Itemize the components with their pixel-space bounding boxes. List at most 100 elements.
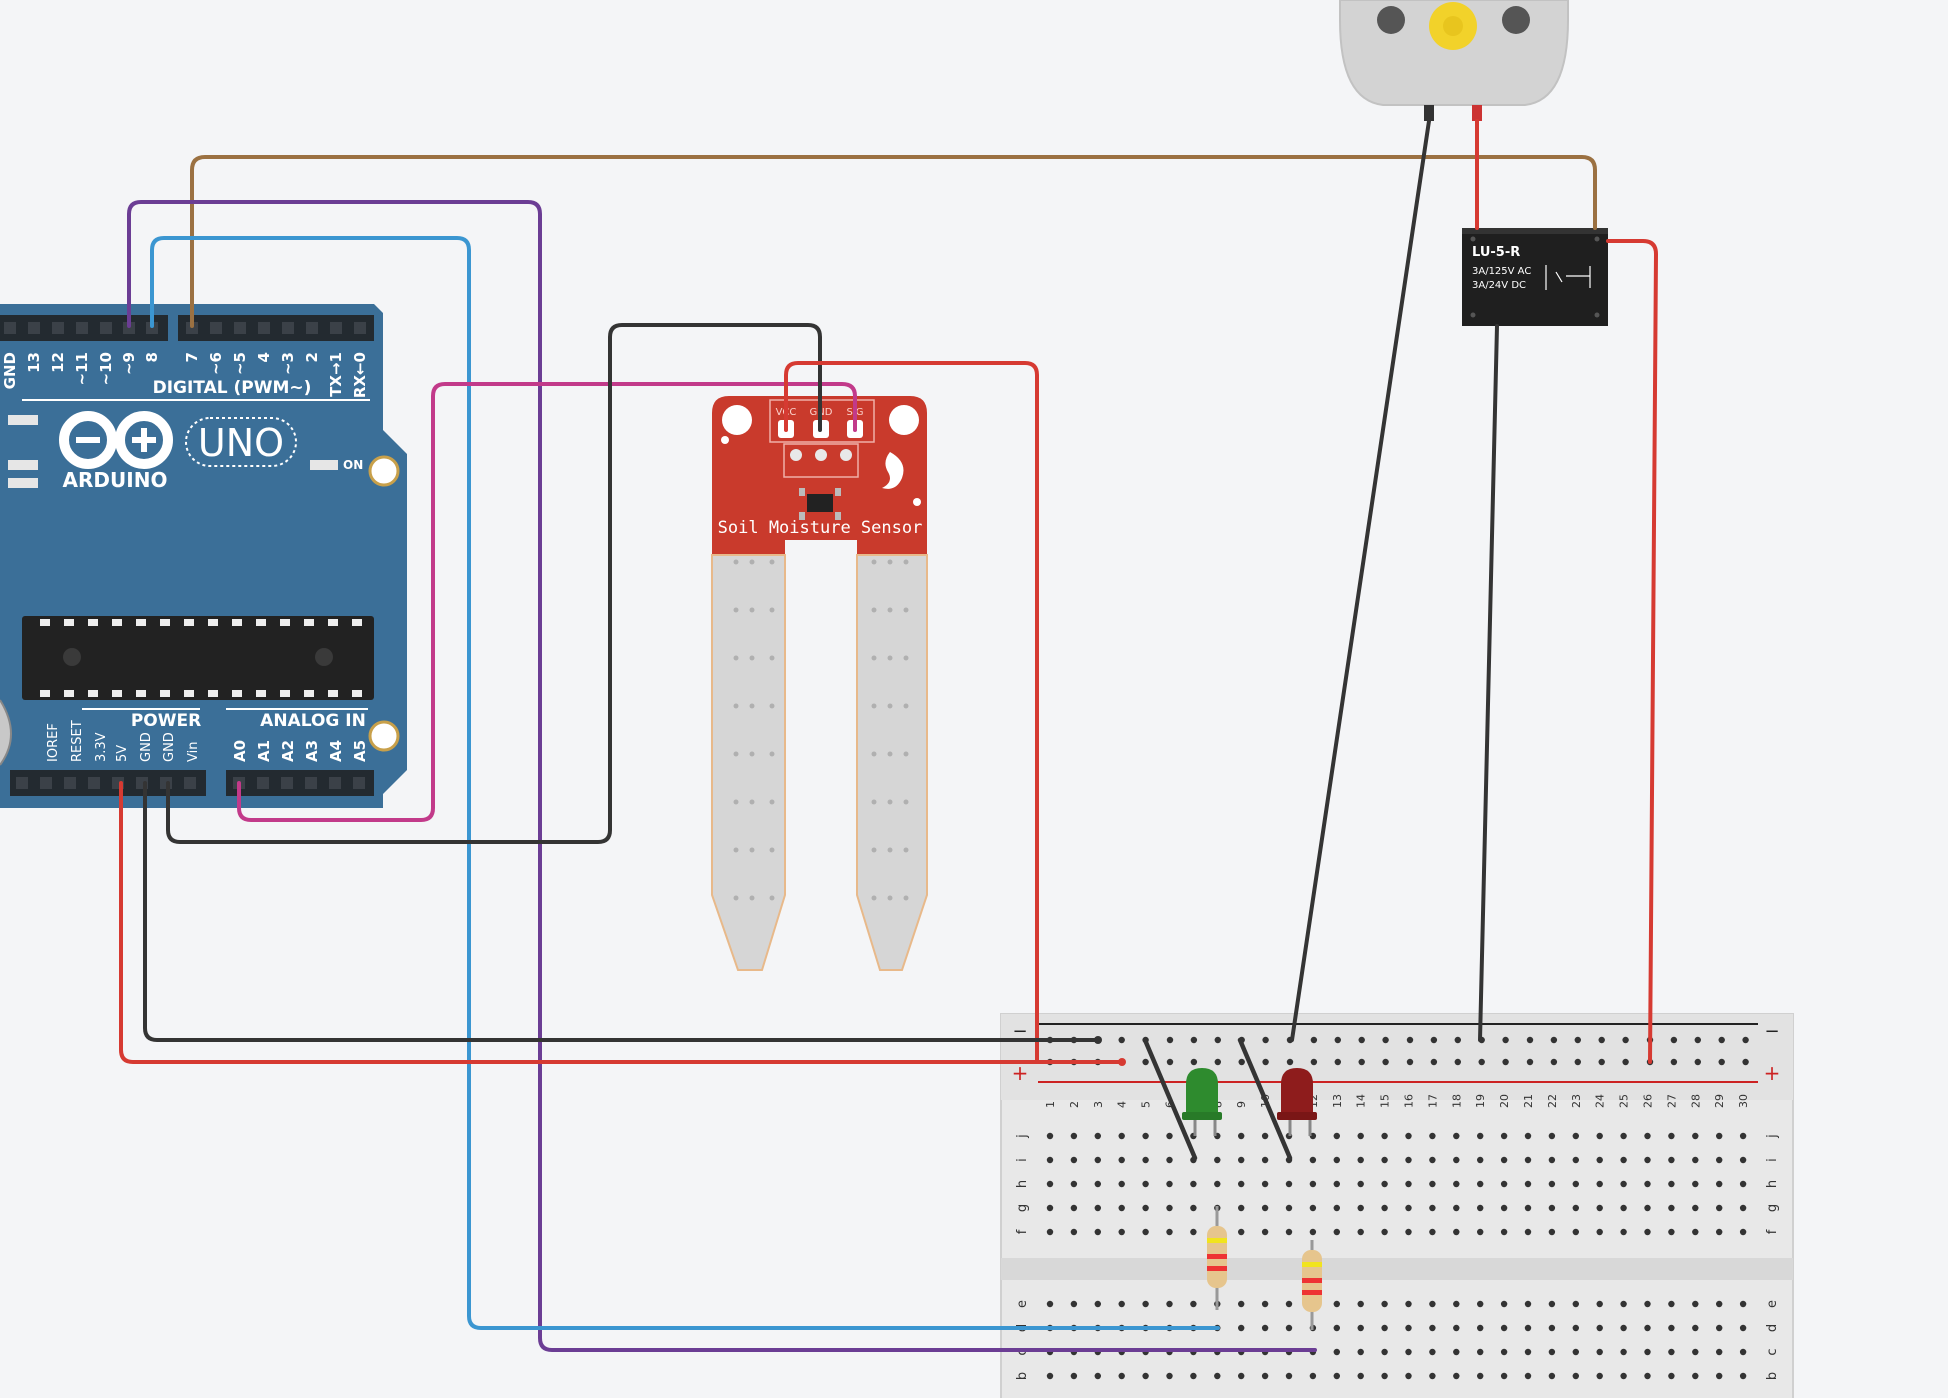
mount-hole-bottom-right bbox=[368, 720, 400, 752]
relay-symbol-icon bbox=[1545, 265, 1591, 290]
analog-pin-hole[interactable] bbox=[329, 777, 341, 789]
rail-plus-label-right: + bbox=[1764, 1061, 1781, 1085]
digital-pin-holes bbox=[4, 322, 366, 334]
digital-pin-hole[interactable] bbox=[52, 322, 64, 334]
sensor-socket bbox=[783, 443, 859, 478]
rail-plus-label-left: + bbox=[1012, 1061, 1029, 1085]
breadboard-row-label: h bbox=[1015, 1180, 1030, 1188]
breadboard-column-label: 14 bbox=[1355, 1094, 1368, 1108]
digital-pin-hole[interactable] bbox=[100, 322, 112, 334]
digital-pin-hole[interactable] bbox=[28, 322, 40, 334]
wire-black-gnd-rail[interactable] bbox=[143, 781, 1100, 1042]
digital-pin-hole[interactable] bbox=[76, 322, 88, 334]
analog-pin-label: A5 bbox=[351, 740, 369, 762]
power-pin-hole[interactable] bbox=[184, 777, 196, 789]
digital-pin-hole[interactable] bbox=[4, 322, 16, 334]
digital-pin-label: GND bbox=[1, 352, 19, 389]
dc-motor[interactable] bbox=[1339, 0, 1569, 121]
breadboard-row-label: b bbox=[1015, 1372, 1030, 1380]
power-pin-label: RESET bbox=[70, 720, 85, 762]
breadboard-row-label: c bbox=[1765, 1348, 1780, 1355]
breadboard-center-channel bbox=[1001, 1258, 1793, 1280]
led-green[interactable] bbox=[1182, 1068, 1222, 1136]
digital-section-label: DIGITAL (PWM~) bbox=[153, 378, 312, 398]
arduino-brand-text: ARDUINO bbox=[63, 468, 168, 492]
wire-magenta-a0-sig[interactable] bbox=[237, 382, 857, 822]
breadboard-column-label: 27 bbox=[1665, 1094, 1678, 1108]
wire-red-5v-rail[interactable] bbox=[119, 781, 1124, 1064]
digital-pin-hole[interactable] bbox=[210, 322, 222, 334]
digital-header-right bbox=[178, 315, 374, 341]
digital-pin-label: ~3 bbox=[279, 352, 297, 375]
digital-pin-label: ~11 bbox=[73, 352, 91, 385]
reset-button-partial[interactable] bbox=[0, 699, 12, 766]
digital-pin-hole[interactable] bbox=[306, 322, 318, 334]
breadboard-row-label: d bbox=[1765, 1324, 1780, 1332]
breadboard-column-label: 28 bbox=[1689, 1094, 1702, 1108]
analog-pin-hole[interactable] bbox=[281, 777, 293, 789]
board-led-3 bbox=[8, 478, 38, 488]
motor-gear-icon bbox=[1429, 2, 1477, 50]
relay-lu-5-r[interactable]: LU-5-R 3A/125V AC 3A/24V DC bbox=[1462, 228, 1608, 326]
breadboard-row-label: g bbox=[1015, 1204, 1030, 1212]
rail-minus-label-right: − bbox=[1764, 1021, 1779, 1042]
breadboard-column-label: 1 bbox=[1044, 1101, 1057, 1108]
wire-black-led-green-ground[interactable] bbox=[1142, 1037, 1198, 1161]
wire-black-relay-rail[interactable] bbox=[1478, 324, 1499, 1042]
wire-red-relay-rail[interactable] bbox=[1606, 239, 1658, 1064]
analog-pin-hole[interactable] bbox=[305, 777, 317, 789]
wire-brown-relay-pin7[interactable] bbox=[190, 155, 1597, 328]
breadboard-column-label: 30 bbox=[1737, 1094, 1750, 1108]
breadboard-row-label: i bbox=[1015, 1158, 1030, 1162]
relay-model-text: LU-5-R bbox=[1472, 245, 1520, 260]
wire-blue-pin8-led[interactable] bbox=[150, 236, 1220, 1330]
resistor-red-led[interactable] bbox=[1302, 1240, 1322, 1330]
power-pin-hole[interactable] bbox=[16, 777, 28, 789]
sensor-mount-hole-right bbox=[889, 405, 919, 435]
breadboard-column-label: 9 bbox=[1235, 1101, 1248, 1108]
wire-black-led-red-ground[interactable] bbox=[1237, 1037, 1293, 1161]
breadboard-column-label: 17 bbox=[1426, 1094, 1439, 1108]
soil-moisture-sensor[interactable]: VCC GND SIG Soil Moisture Sensor bbox=[711, 396, 928, 971]
led-red[interactable] bbox=[1277, 1068, 1317, 1136]
atmega-chip bbox=[22, 616, 374, 700]
breadboard-column-label: 4 bbox=[1116, 1101, 1129, 1108]
power-pin-hole[interactable] bbox=[40, 777, 52, 789]
breadboard-column-label: 21 bbox=[1522, 1094, 1535, 1108]
breadboard[interactable]: − − + + 12345678910111213141516171819202… bbox=[1000, 1013, 1794, 1398]
analog-pin-label: A3 bbox=[303, 740, 321, 762]
digital-pin-hole[interactable] bbox=[282, 322, 294, 334]
power-section-label: POWER bbox=[131, 711, 201, 731]
breadboard-column-label: 2 bbox=[1068, 1101, 1081, 1108]
digital-pin-hole[interactable] bbox=[258, 322, 270, 334]
digital-pin-hole[interactable] bbox=[354, 322, 366, 334]
digital-pin-label: RX←0 bbox=[351, 352, 369, 398]
power-pin-holes bbox=[16, 777, 365, 789]
digital-pin-hole[interactable] bbox=[330, 322, 342, 334]
breadboard-row-label: h bbox=[1765, 1180, 1780, 1188]
wires bbox=[119, 119, 1658, 1352]
wire-purple-pin9-led[interactable] bbox=[127, 200, 1317, 1352]
breadboard-column-label: 5 bbox=[1140, 1101, 1153, 1108]
relay-rating-ac: 3A/125V AC bbox=[1472, 266, 1531, 277]
analog-pin-label: A4 bbox=[327, 740, 345, 762]
analog-pin-label: A0 bbox=[231, 740, 249, 762]
analog-pin-hole[interactable] bbox=[257, 777, 269, 789]
digital-pin-hole[interactable] bbox=[234, 322, 246, 334]
resistor-green-led[interactable] bbox=[1207, 1206, 1227, 1310]
breadboard-column-label: 20 bbox=[1498, 1094, 1511, 1108]
digital-pin-label: 13 bbox=[25, 352, 43, 373]
digital-pin-label: ~10 bbox=[97, 352, 115, 385]
power-pin-hole[interactable] bbox=[88, 777, 100, 789]
analog-pin-hole[interactable] bbox=[353, 777, 365, 789]
power-pin-hole[interactable] bbox=[64, 777, 76, 789]
wire-red-vcc-sensor[interactable] bbox=[784, 361, 1039, 1064]
wire-black-gnd-sensor[interactable] bbox=[166, 323, 822, 844]
motor-screw-right bbox=[1502, 6, 1530, 34]
wire-black-motor-rail[interactable] bbox=[1290, 119, 1431, 1042]
